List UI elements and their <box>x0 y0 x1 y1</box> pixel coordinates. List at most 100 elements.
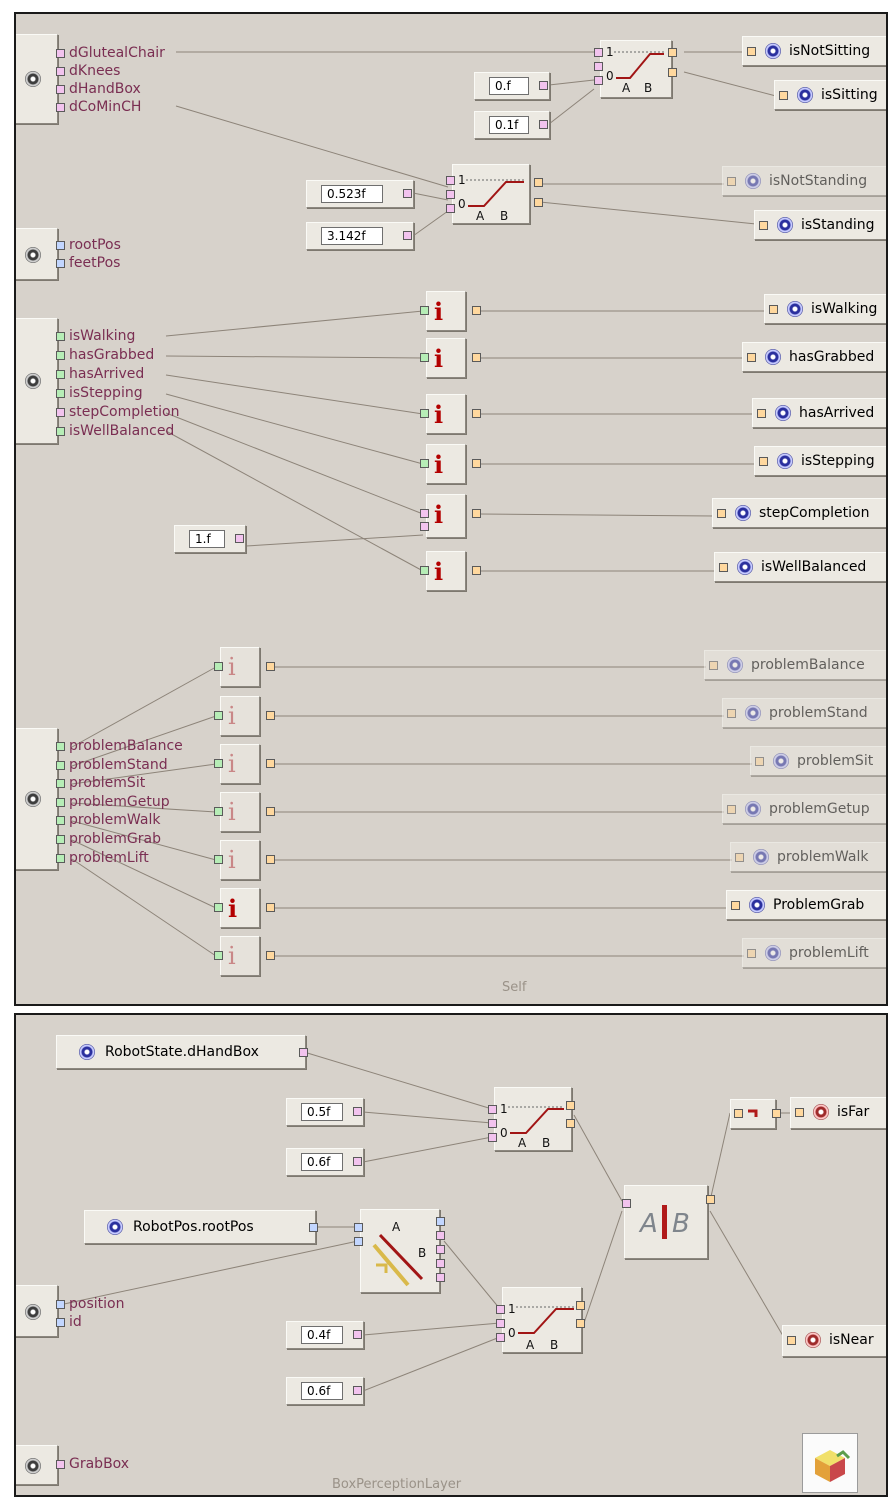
port-dCoMinCH[interactable] <box>56 103 65 112</box>
output-in-port[interactable] <box>727 177 736 186</box>
output-node-isStepping[interactable]: isStepping <box>754 446 886 476</box>
info-out-port[interactable] <box>472 306 481 315</box>
constant-value[interactable]: 3.142f <box>321 227 383 245</box>
output-in-port[interactable] <box>747 949 756 958</box>
info-node[interactable]: i <box>420 338 481 378</box>
distance-out-port[interactable] <box>436 1245 445 1254</box>
port-dKnees[interactable] <box>56 67 65 76</box>
output-in-port[interactable] <box>731 901 740 910</box>
info-node[interactable]: i <box>214 840 275 880</box>
sensor-node-problems[interactable] <box>16 728 58 870</box>
constant-out-port[interactable] <box>539 81 548 90</box>
range-map-node-sit[interactable]: 1 0 A B <box>592 40 677 100</box>
output-node-isNear[interactable]: isNear <box>782 1325 886 1357</box>
constant-node[interactable]: 0.6f <box>286 1148 364 1176</box>
output-in-port[interactable] <box>709 661 718 670</box>
info-in-port[interactable] <box>214 951 223 960</box>
sensor-node-state[interactable] <box>16 318 58 444</box>
port-isWalking[interactable] <box>56 332 65 341</box>
constant-out-port[interactable] <box>235 534 244 543</box>
output-node-isStanding[interactable]: isStanding <box>754 210 886 240</box>
output-in-port[interactable] <box>727 709 736 718</box>
distance-out-port[interactable] <box>436 1231 445 1240</box>
info-in-port[interactable] <box>214 759 223 768</box>
package-icon[interactable] <box>802 1433 858 1493</box>
output-in-port[interactable] <box>795 1108 804 1117</box>
constant-node[interactable]: 0.4f <box>286 1321 364 1349</box>
info-out-port[interactable] <box>266 951 275 960</box>
port-rootPos[interactable] <box>56 241 65 250</box>
info-node[interactable]: i <box>420 394 481 434</box>
output-node-problemLift[interactable]: problemLift <box>742 938 886 968</box>
output-node-problemGetup[interactable]: problemGetup <box>722 794 886 824</box>
output-in-port[interactable] <box>787 1336 796 1345</box>
output-node-isNotSitting[interactable]: isNotSitting <box>742 36 886 66</box>
output-node-hasArrived[interactable]: hasArrived <box>752 398 886 428</box>
range-hi-port[interactable] <box>446 190 455 199</box>
info-in-port[interactable] <box>420 409 429 418</box>
constant-node[interactable]: 0.f <box>474 72 550 100</box>
robot-state-out-port[interactable] <box>299 1048 308 1057</box>
range-lo-port[interactable] <box>446 204 455 213</box>
port-hasGrabbed[interactable] <box>56 351 65 360</box>
port-problemLift[interactable] <box>56 854 65 863</box>
range-out-true-port[interactable] <box>576 1301 585 1310</box>
constant-value[interactable]: 0.4f <box>301 1326 343 1344</box>
constant-out-port[interactable] <box>353 1107 362 1116</box>
output-in-port[interactable] <box>757 409 766 418</box>
constant-node[interactable]: 1.f <box>174 525 246 553</box>
range-out-false-port[interactable] <box>576 1319 585 1328</box>
range-in-port[interactable] <box>594 48 603 57</box>
port-problemBalance[interactable] <box>56 742 65 751</box>
range-lo-port[interactable] <box>496 1333 505 1342</box>
constant-node[interactable]: 0.1f <box>474 111 550 139</box>
info-out-port[interactable] <box>472 459 481 468</box>
port-GrabBox[interactable] <box>56 1460 65 1469</box>
info-in-port[interactable] <box>420 566 429 575</box>
port-hasArrived[interactable] <box>56 370 65 379</box>
constant-out-port[interactable] <box>353 1330 362 1339</box>
output-in-port[interactable] <box>779 91 788 100</box>
output-in-port[interactable] <box>759 221 768 230</box>
info-node[interactable]: i <box>214 647 275 687</box>
sensor-node-grabbox[interactable] <box>16 1445 58 1485</box>
range-in-port[interactable] <box>496 1305 505 1314</box>
output-node-isWalking[interactable]: isWalking <box>764 294 886 324</box>
info-out-port[interactable] <box>266 662 275 671</box>
output-in-port[interactable] <box>727 805 736 814</box>
info-in-port[interactable] <box>420 306 429 315</box>
constant-value[interactable]: 1.f <box>189 530 225 548</box>
not-gate-in-port[interactable] <box>734 1109 743 1118</box>
info-node[interactable]: i <box>420 551 481 591</box>
range-lo-port[interactable] <box>594 76 603 85</box>
range-in-port[interactable] <box>446 176 455 185</box>
range-hi-port[interactable] <box>594 62 603 71</box>
robot-pos-node[interactable]: RobotPos.rootPos <box>84 1210 318 1244</box>
constant-node[interactable]: 0.5f <box>286 1098 364 1126</box>
port-problemGetup[interactable] <box>56 798 65 807</box>
port-problemStand[interactable] <box>56 761 65 770</box>
info-out-port[interactable] <box>266 903 275 912</box>
constant-value[interactable]: 0.6f <box>301 1382 343 1400</box>
output-node-ProblemGrab[interactable]: ProblemGrab <box>726 890 886 920</box>
port-stepCompletion[interactable] <box>56 408 65 417</box>
output-in-port[interactable] <box>717 509 726 518</box>
info-in-port[interactable] <box>214 903 223 912</box>
info-node[interactable]: i <box>214 792 275 832</box>
output-node-isNotStanding[interactable]: isNotStanding <box>722 166 886 196</box>
distance-out-port[interactable] <box>436 1217 445 1226</box>
distance-node[interactable]: A B <box>352 1209 448 1295</box>
info-in-port[interactable] <box>214 855 223 864</box>
port-dGlutealChair[interactable] <box>56 49 65 58</box>
constant-value[interactable]: 0.f <box>489 77 529 95</box>
switch-in-port[interactable] <box>622 1199 631 1208</box>
info-in-port[interactable] <box>214 711 223 720</box>
constant-node[interactable]: 3.142f <box>306 222 414 250</box>
output-node-hasGrabbed[interactable]: hasGrabbed <box>742 342 886 372</box>
output-in-port[interactable] <box>759 457 768 466</box>
output-node-isFar[interactable]: isFar <box>790 1097 886 1129</box>
range-lo-port[interactable] <box>488 1133 497 1142</box>
output-node-problemSit[interactable]: problemSit <box>750 746 886 776</box>
range-out-true-port[interactable] <box>534 178 543 187</box>
constant-value[interactable]: 0.5f <box>301 1103 343 1121</box>
